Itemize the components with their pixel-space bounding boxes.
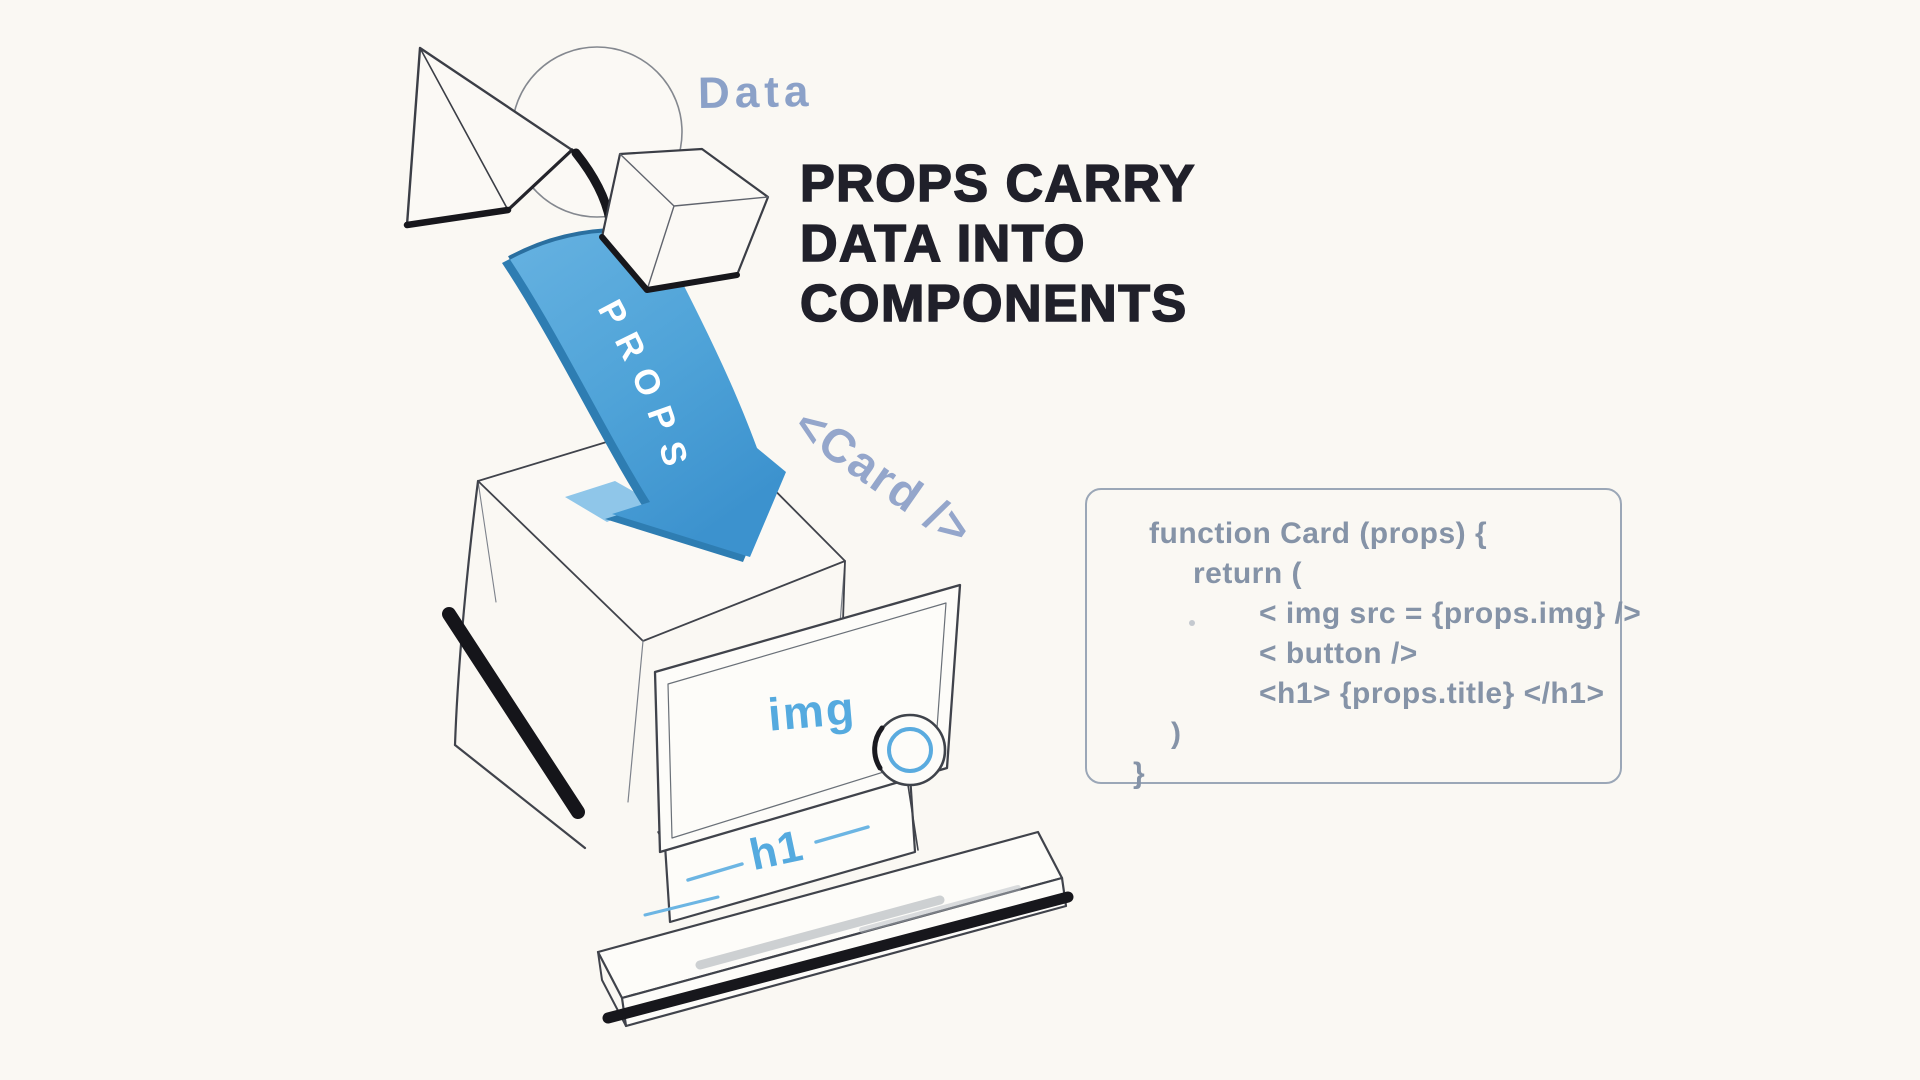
- code-line: }: [1133, 757, 1146, 790]
- code-line: return (: [1193, 557, 1302, 590]
- heading: PROPS CARRY DATA INTO COMPONENTS: [799, 154, 1196, 334]
- pen-dot: [1189, 620, 1195, 626]
- code-panel: function Card (props) { return ( < img s…: [1085, 488, 1642, 790]
- code-line: function Card (props) {: [1149, 517, 1488, 550]
- tetrahedron-shape: [403, 46, 574, 229]
- img-panel: [653, 583, 962, 854]
- heading-line: PROPS CARRY: [799, 154, 1196, 214]
- img-slot-label: img: [765, 681, 858, 741]
- base-platform: [596, 830, 1074, 1028]
- code-line: <h1> {props.title} </h1>: [1259, 677, 1605, 710]
- code-line: ): [1171, 717, 1182, 750]
- heading-line: COMPONENTS: [799, 274, 1188, 334]
- circle-button: [872, 713, 947, 787]
- code-line: < img src = {props.img} />: [1259, 597, 1642, 630]
- heading-line: DATA INTO: [799, 214, 1086, 274]
- code-line: < button />: [1259, 637, 1418, 670]
- cube-shape: [599, 147, 770, 293]
- data-label: Data: [697, 66, 814, 119]
